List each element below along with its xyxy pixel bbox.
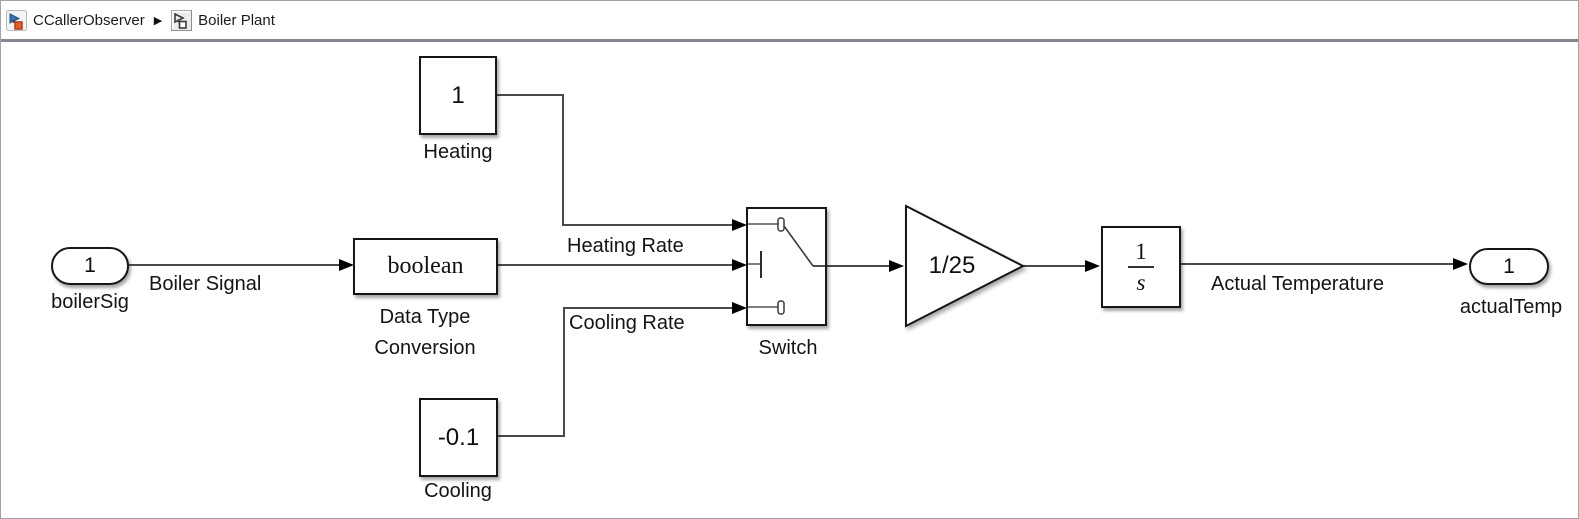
simulink-subsystem-icon: [171, 9, 193, 31]
wire-switch-to-gain[interactable]: [827, 265, 890, 267]
data-type-conversion-block[interactable]: boolean: [353, 238, 498, 295]
wire-heating-seg3[interactable]: [562, 224, 733, 226]
integrator-denominator: s: [1136, 270, 1146, 295]
wire-cooling-seg3[interactable]: [563, 307, 733, 309]
fraction-bar: [1128, 266, 1154, 268]
signal-label-heating-rate[interactable]: Heating Rate: [567, 235, 684, 257]
wire-boiler-signal-arrowhead[interactable]: [339, 259, 354, 271]
wire-cooling-arrowhead[interactable]: [732, 302, 747, 314]
signal-label-boiler-signal[interactable]: Boiler Signal: [149, 273, 262, 295]
constant-block-heating[interactable]: 1: [419, 56, 497, 135]
wire-heating-seg2[interactable]: [562, 94, 564, 226]
wire-boiler-signal[interactable]: [129, 264, 340, 266]
wire-control-arrowhead[interactable]: [732, 259, 747, 271]
breadcrumb: CCallerObserver ▶ Boiler Plant: [1, 1, 1578, 42]
outport-port-number: 1: [1503, 254, 1515, 278]
wire-control-signal[interactable]: [498, 264, 733, 266]
wire-actual-temperature-arrowhead[interactable]: [1453, 258, 1468, 270]
block-label-cooling[interactable]: Cooling: [424, 480, 492, 502]
block-label-boilersig[interactable]: boilerSig: [51, 291, 129, 313]
wire-heating-seg1[interactable]: [497, 94, 564, 96]
wire-cooling-seg1[interactable]: [498, 435, 565, 437]
wire-gain-to-integrator[interactable]: [1023, 265, 1086, 267]
data-type-conversion-value: boolean: [387, 253, 464, 279]
breadcrumb-item-boiler-plant[interactable]: Boiler Plant: [171, 9, 275, 31]
integrator-block[interactable]: 1 s: [1101, 226, 1181, 308]
signal-label-cooling-rate[interactable]: Cooling Rate: [569, 312, 685, 334]
block-label-switch[interactable]: Switch: [758, 337, 818, 359]
switch-ports-icon: [748, 217, 825, 315]
integrator-numerator: 1: [1135, 239, 1147, 264]
simulink-model-icon: [6, 9, 27, 31]
breadcrumb-label[interactable]: CCallerObserver: [33, 11, 145, 29]
wire-actual-temperature[interactable]: [1181, 263, 1454, 265]
wire-cooling-seg2[interactable]: [563, 307, 565, 437]
switch-block[interactable]: [746, 207, 827, 326]
block-label-data-type-conversion[interactable]: Data Type Conversion: [374, 306, 476, 359]
gain-block[interactable]: [905, 204, 1026, 328]
constant-block-cooling[interactable]: -0.1: [419, 398, 498, 477]
outport-block-actualtemp[interactable]: 1: [1469, 248, 1549, 285]
wire-gain-to-integrator-arrowhead[interactable]: [1085, 260, 1100, 272]
constant-cooling-value: -0.1: [437, 423, 480, 451]
breadcrumb-item-ccallerobserver[interactable]: CCallerObserver: [6, 9, 145, 31]
breadcrumb-separator-icon: ▶: [153, 14, 163, 27]
block-label-heating[interactable]: Heating: [423, 141, 493, 163]
signal-label-actual-temperature[interactable]: Actual Temperature: [1211, 273, 1385, 295]
constant-heating-value: 1: [451, 81, 465, 109]
gain-value: 1/25: [928, 252, 976, 279]
block-label-actualtemp[interactable]: actualTemp: [1459, 296, 1563, 318]
wire-switch-to-gain-arrowhead[interactable]: [889, 260, 904, 272]
inport-port-number: 1: [84, 254, 96, 277]
integrator-transfer-function: 1 s: [1128, 240, 1154, 294]
breadcrumb-label[interactable]: Boiler Plant: [198, 11, 275, 29]
inport-block-boilersig[interactable]: 1: [51, 247, 129, 285]
wire-heating-arrowhead[interactable]: [732, 219, 747, 231]
